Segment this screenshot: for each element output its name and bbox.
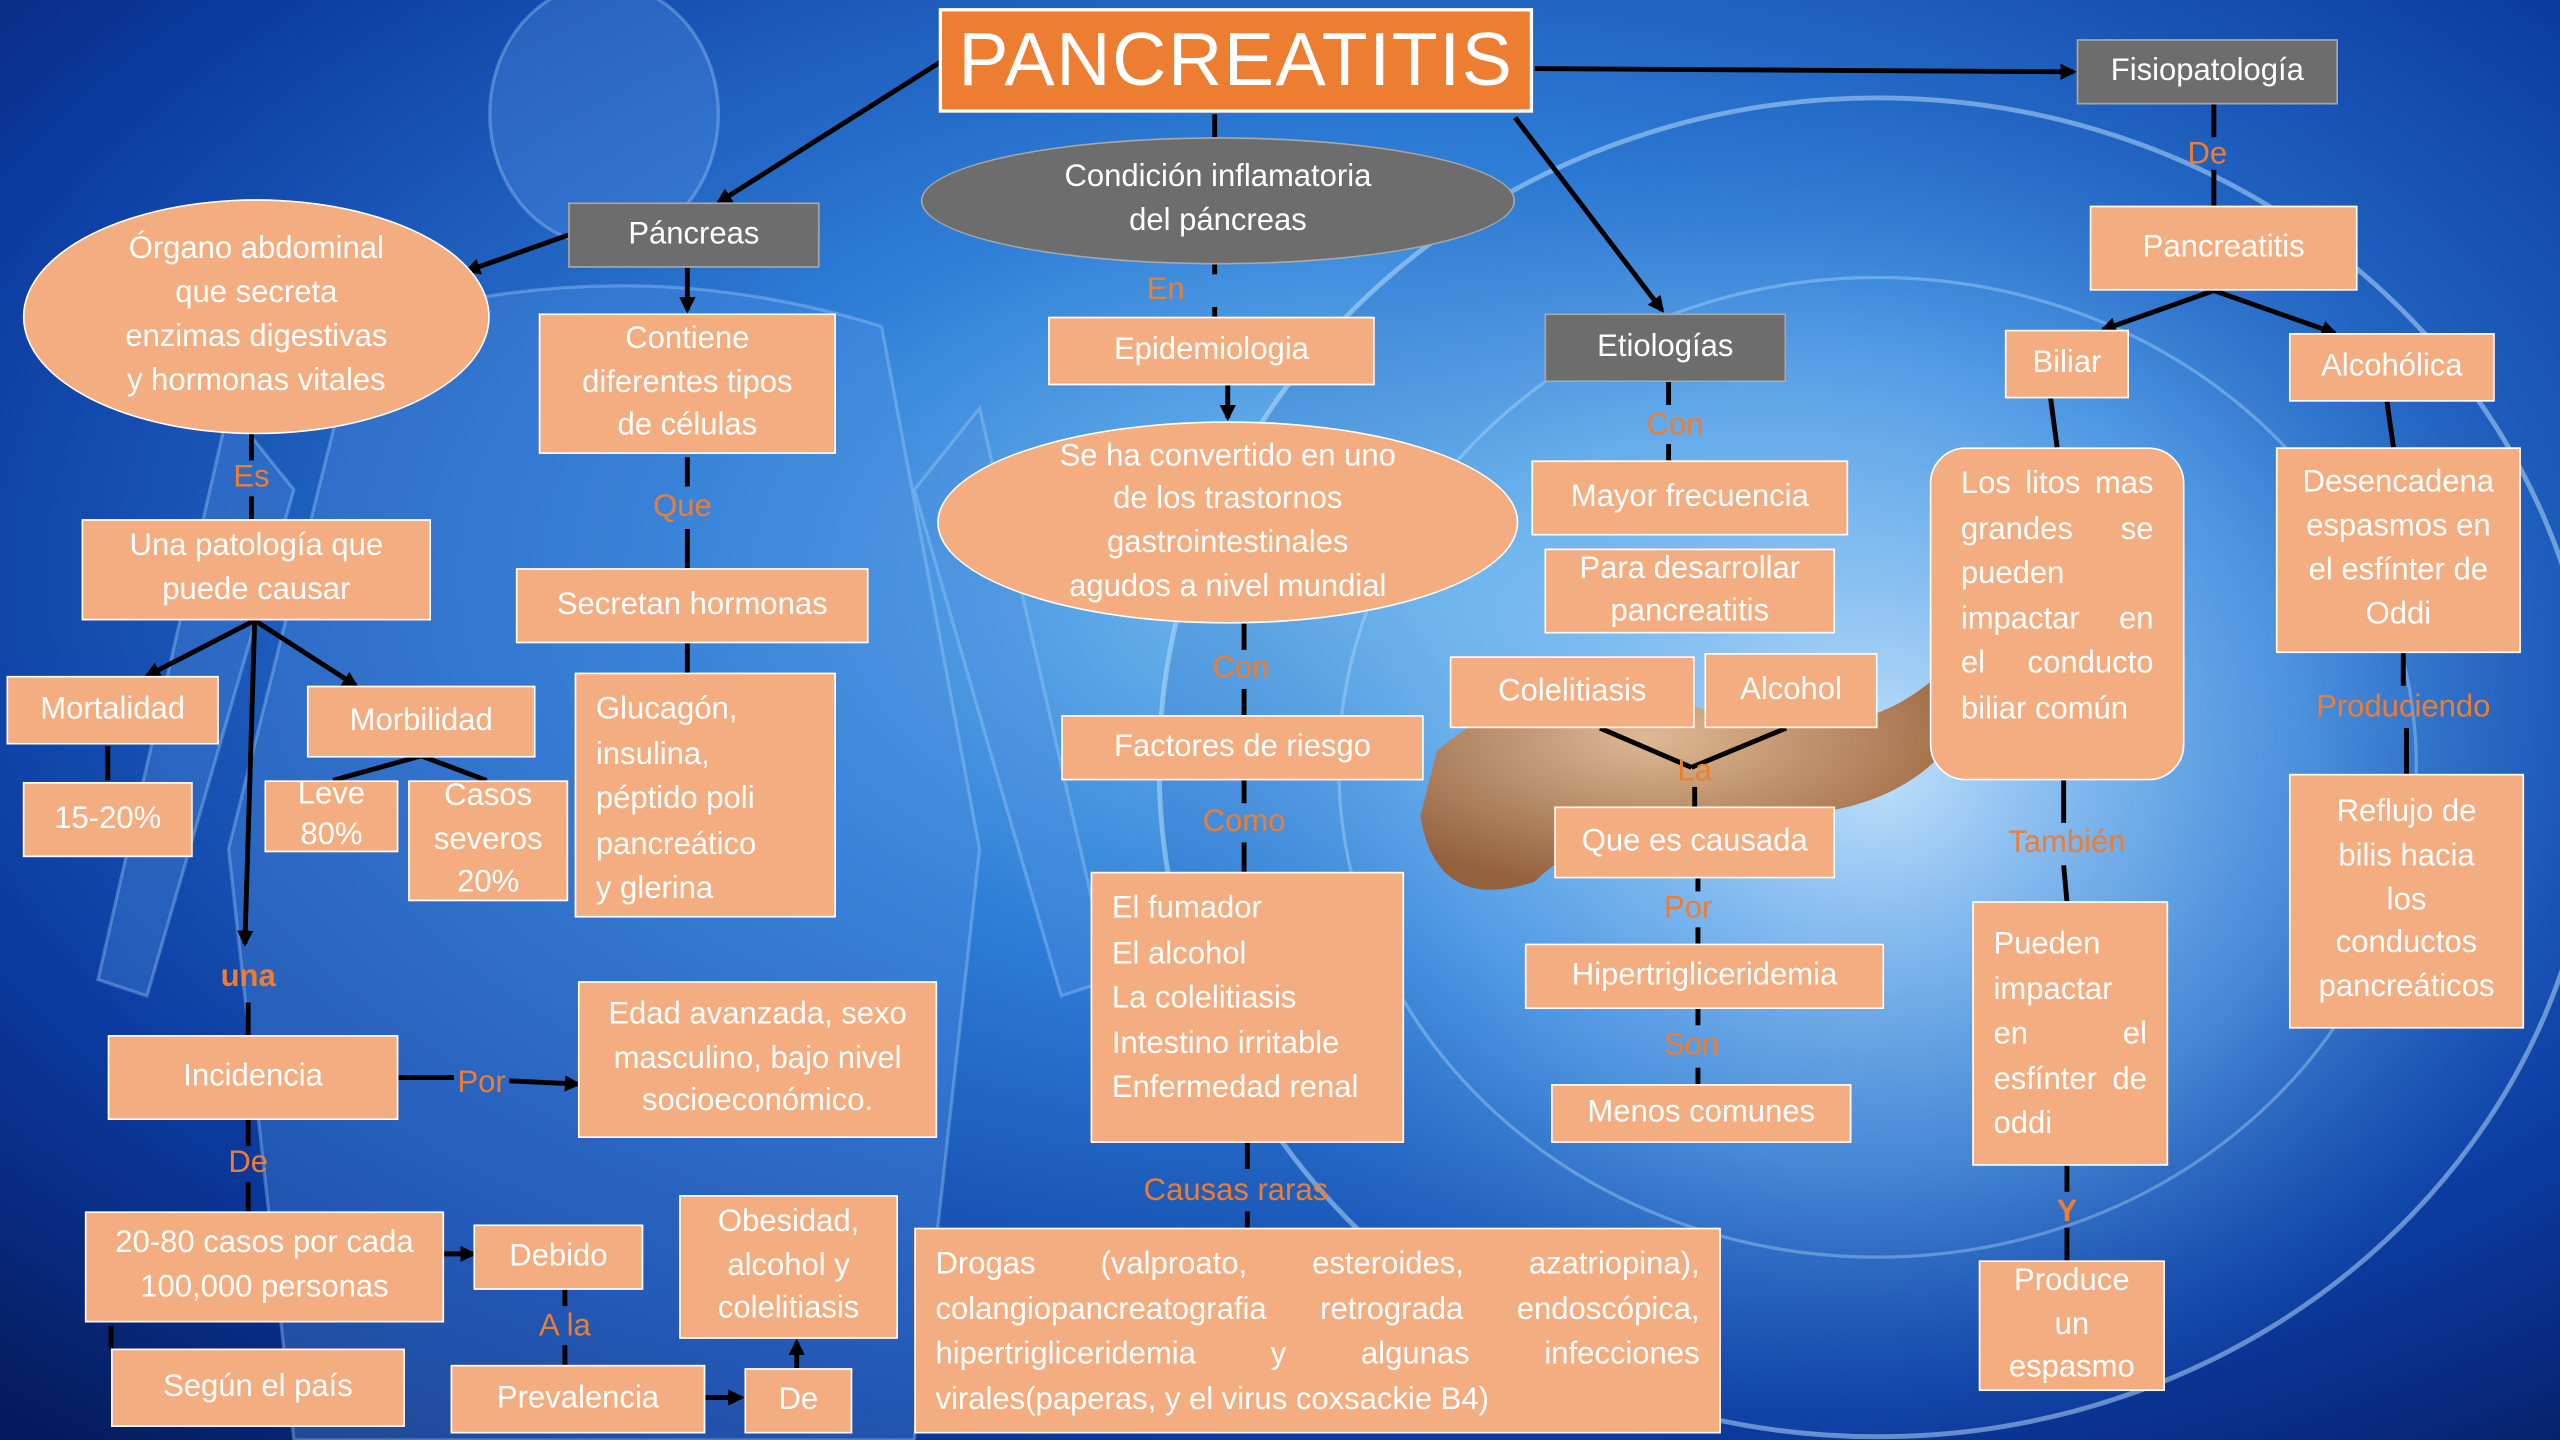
bile-reflux-node: Reflujo de bilis hacia los conductos pan…	[2289, 774, 2524, 1029]
hormones-node: Secretan hormonas	[516, 568, 869, 643]
organ-definition-node: Órgano abdominal que secreta enzimas dig…	[23, 199, 490, 434]
prevalence-node: Prevalencia	[451, 1365, 706, 1434]
label-que: Que	[653, 490, 712, 526]
label-causas-raras: Causas raras	[1144, 1174, 1328, 1210]
caused-by-node: Que es causada	[1554, 807, 1835, 879]
etiologies-node: Etiologías	[1544, 313, 1786, 382]
label-con-1: Con	[1212, 651, 1269, 687]
mild-cases-node: Leve 80%	[264, 780, 398, 852]
risk-factors-node: Factores de riesgo	[1061, 715, 1423, 780]
global-disorder-node: Se ha convertido en uno de los trastorno…	[937, 421, 1518, 623]
cases-node: 20-80 casos por cada 100,000 personas	[85, 1211, 444, 1322]
physiopathology-node: Fisiopatología	[2077, 39, 2338, 104]
label-a-la: A la	[539, 1309, 591, 1345]
big-stones-node: Los litos mas grandes se pueden impactar…	[1930, 447, 2185, 780]
by-country-node: Según el país	[111, 1349, 405, 1427]
label-por-1: Por	[457, 1066, 505, 1102]
label-por-2: Por	[1664, 891, 1712, 927]
condition-node: Condición inflamatoria del páncreas	[921, 137, 1515, 264]
label-son: Son	[1664, 1029, 1719, 1065]
label-de-2: De	[2188, 137, 2228, 173]
hypertriglyceridemia-node: Hipertrigliceridemia	[1525, 944, 1884, 1009]
morbidity-node: Morbilidad	[307, 686, 536, 758]
label-de-1: De	[228, 1146, 268, 1182]
label-produciendo: Produciendo	[2316, 691, 2490, 727]
due-node: Debido	[473, 1224, 643, 1289]
obesity-node: Obesidad, alcohol y colelitiasis	[679, 1195, 898, 1339]
hormone-list-node: Glucagón, insulina, péptido poli pancreá…	[575, 673, 836, 918]
label-la: La	[1677, 754, 1712, 790]
label-es: Es	[233, 460, 269, 496]
title-node: PANCREATITIS	[939, 8, 1533, 112]
alcoholic-node: Alcohólica	[2289, 333, 2495, 402]
label-como: Como	[1203, 805, 1286, 841]
label-con-2: Con	[1647, 408, 1704, 444]
label-tambien: También	[2008, 826, 2125, 862]
cells-node: Contiene diferentes tipos de células	[539, 313, 836, 453]
risk-list-node: El fumador El alcohol La colelitiasis In…	[1091, 872, 1404, 1143]
incidence-node: Incidencia	[108, 1035, 399, 1120]
alcohol-node: Alcohol	[1704, 653, 1877, 728]
sphincter-impact-node: Pueden impactar en el esfínter de oddi	[1972, 901, 2168, 1165]
oddi-spasm-node: Desencadena espasmos en el esfínter de O…	[2276, 447, 2521, 653]
pathology-node: Una patología que puede causar	[82, 519, 431, 620]
label-una: una	[221, 960, 276, 996]
risk-group-node: Edad avanzada, sexo masculino, bajo nive…	[578, 981, 937, 1138]
to-develop-node: Para desarrollar pancreatitis	[1544, 549, 1835, 634]
label-y: Y	[2057, 1195, 2078, 1231]
biliary-node: Biliar	[2005, 330, 2129, 399]
less-common-node: Menos comunes	[1551, 1084, 1851, 1143]
pancreatitis-node: Pancreatitis	[2090, 206, 2358, 291]
rare-causes-node: Drogas (valproato, esteroides, azatriopi…	[914, 1228, 1721, 1434]
of-node: De	[744, 1368, 852, 1433]
severe-cases-node: Casos severos 20%	[408, 780, 568, 901]
label-en: En	[1147, 273, 1185, 309]
pancreas-node: Páncreas	[568, 202, 819, 267]
spasm-node: Produce un espasmo	[1979, 1260, 2165, 1391]
more-frequent-node: Mayor frecuencia	[1531, 460, 1848, 535]
epidemiology-node: Epidemiologia	[1048, 317, 1375, 386]
cholelithiasis-node: Colelitiasis	[1450, 656, 1695, 728]
mortality-value-node: 15-20%	[23, 782, 193, 857]
mortality-node: Mortalidad	[7, 676, 219, 745]
